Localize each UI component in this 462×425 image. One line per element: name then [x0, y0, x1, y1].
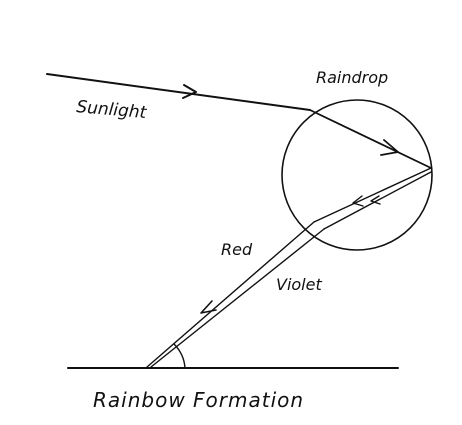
caption-label: Rainbow Formation	[93, 388, 304, 412]
raindrop-circle	[281, 99, 433, 251]
raindrop-label: Raindrop	[316, 68, 388, 87]
reflected-ray-violet-inner	[323, 171, 432, 230]
reflected-ray-red-inner	[313, 167, 432, 223]
reflected-ray-arrowhead-2	[370, 195, 381, 205]
internal-ray	[309, 109, 432, 169]
reflected-ray-arrowhead-1	[352, 195, 364, 207]
red-exit-ray	[146, 221, 315, 368]
sunlight-ray	[46, 73, 311, 111]
sunlight-label: Sunlight	[76, 97, 149, 123]
viewing-angle-arc	[173, 343, 186, 369]
violet-label: Violet	[276, 275, 322, 294]
red-label: Red	[221, 240, 253, 259]
violet-exit-ray	[150, 228, 325, 368]
internal-ray-arrowhead	[380, 139, 399, 156]
sunlight-arrowhead	[182, 84, 197, 99]
exit-ray-arrowhead	[200, 300, 217, 314]
